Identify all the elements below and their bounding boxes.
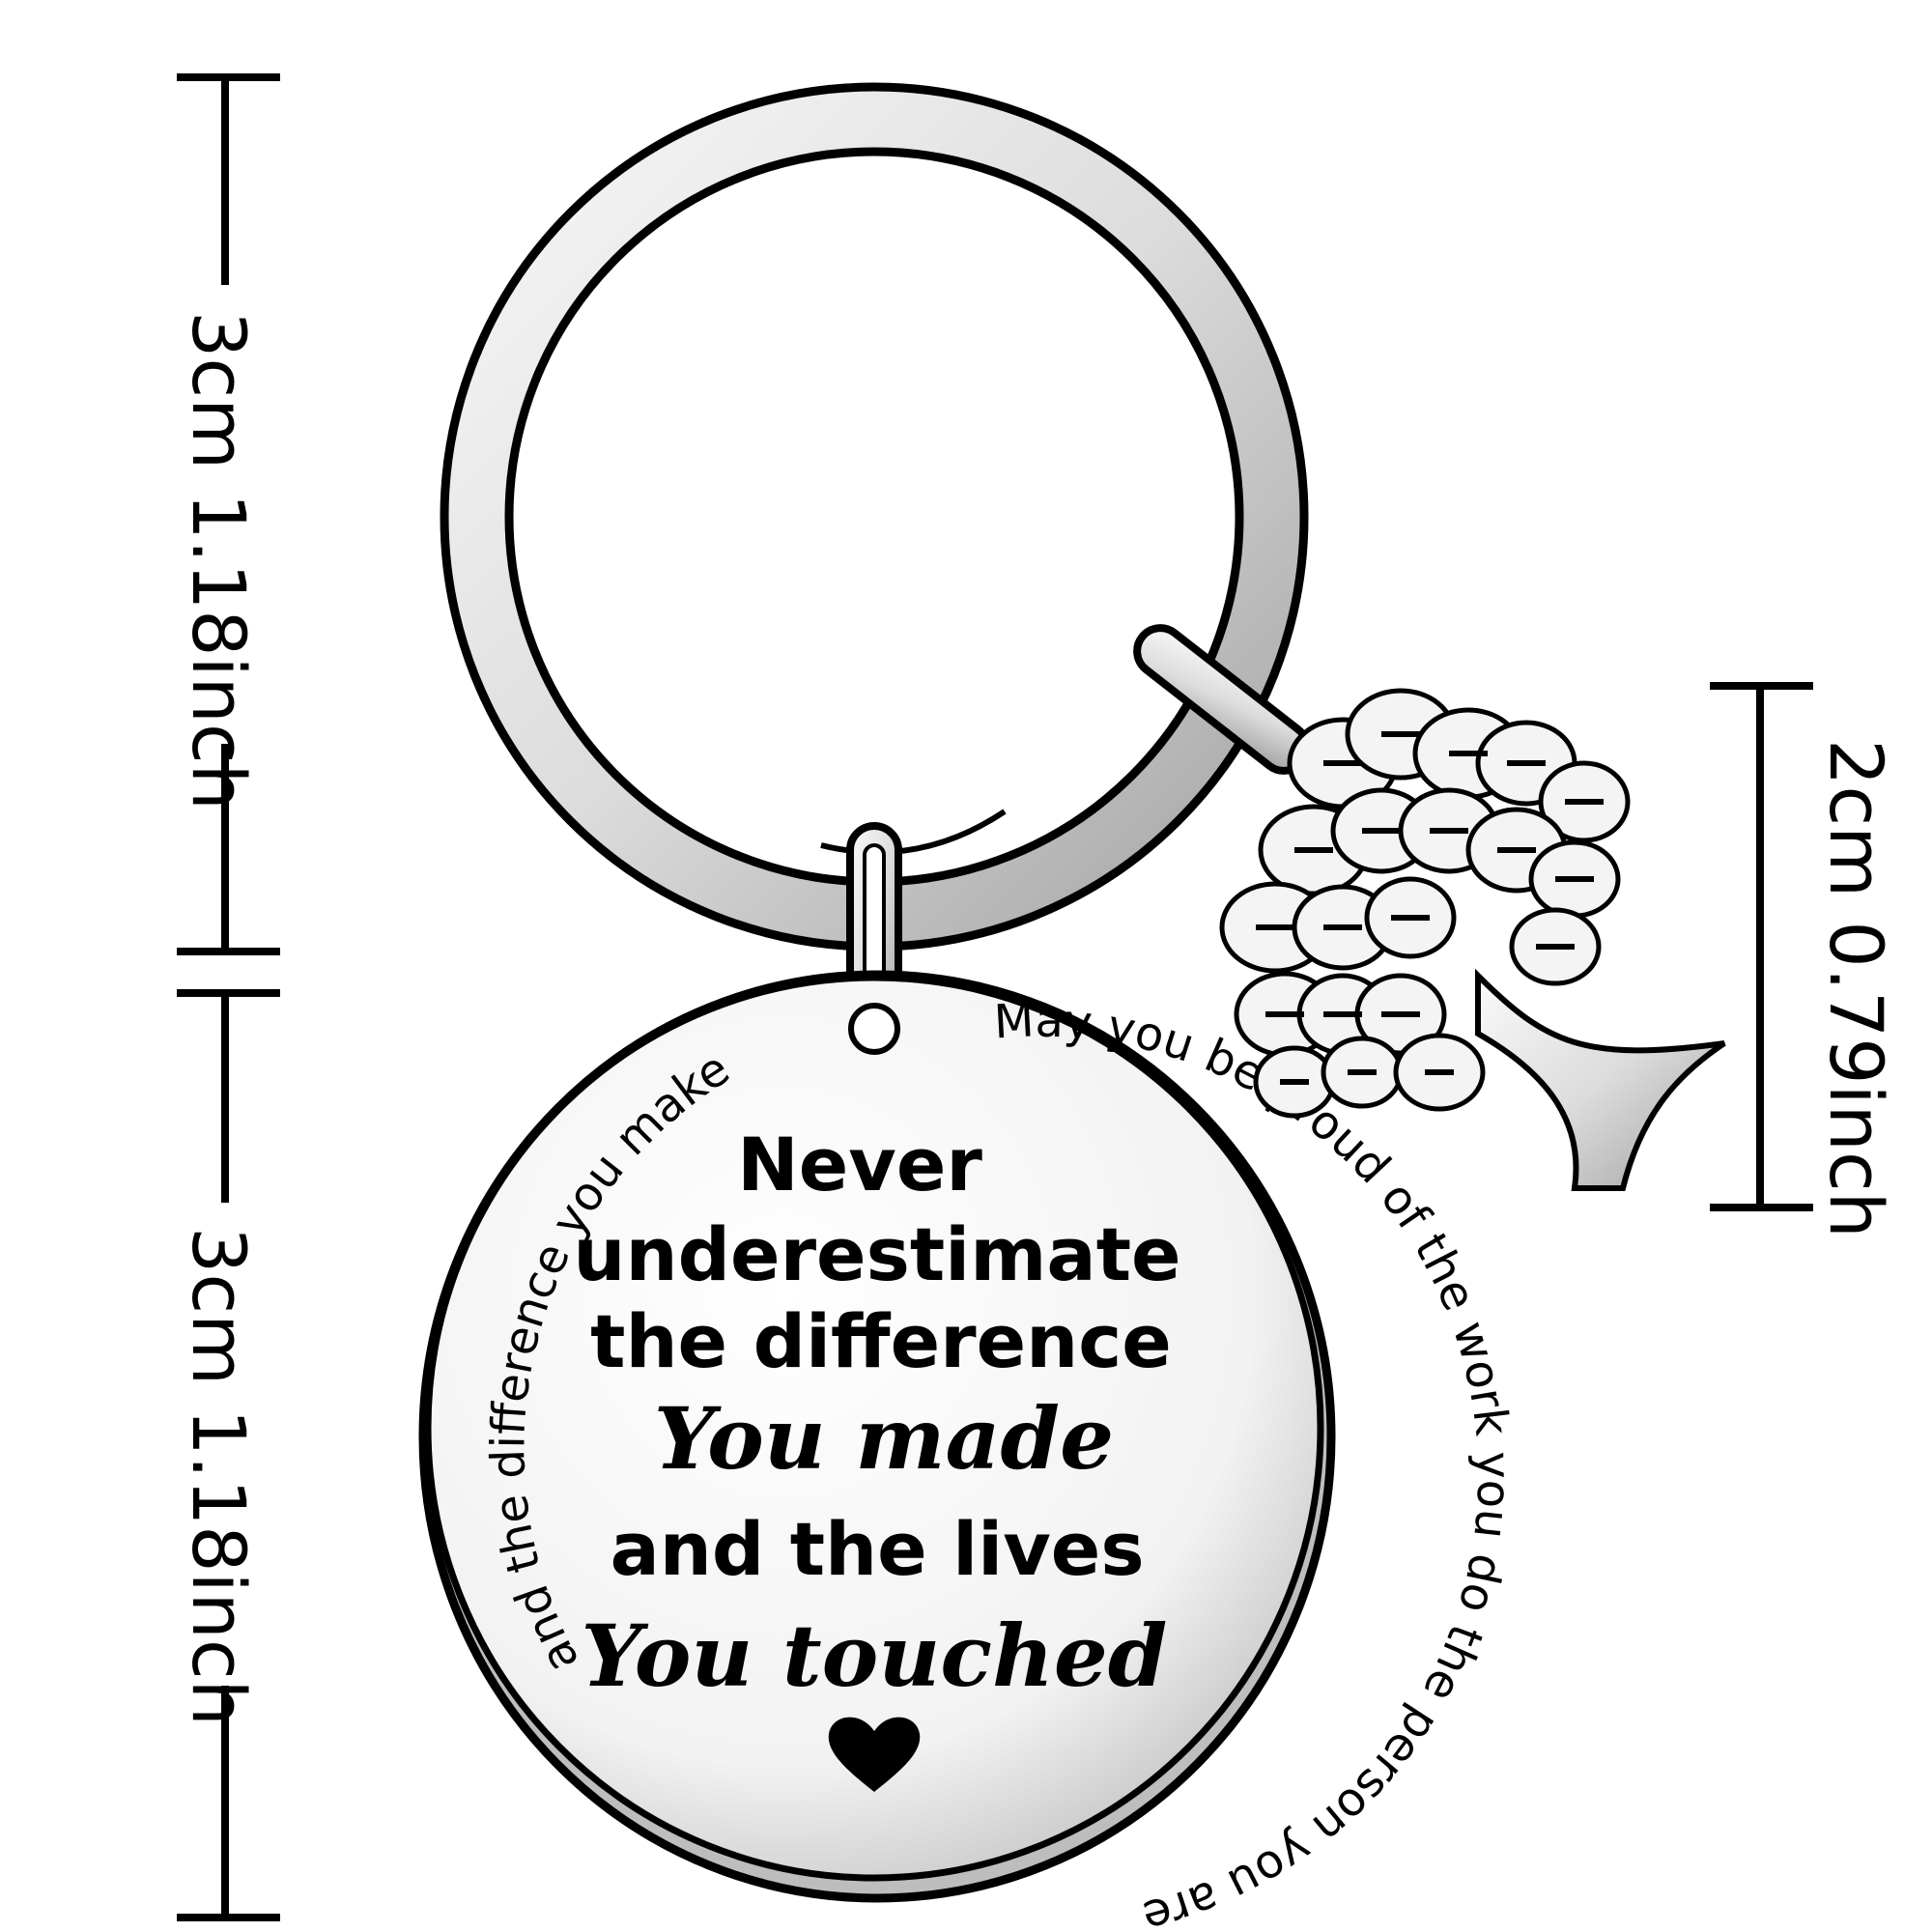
round-tag [418,970,1336,1903]
ring-dimension-label: 3cm 1.18inch [176,311,262,810]
charm-dimension-line [1710,682,1813,1211]
tag-line-you-touched: You touched [582,1605,1168,1706]
tag-line-the-difference: the difference [590,1298,1172,1384]
tag-line-never: Never [737,1122,982,1208]
tag-line-you-made: You made [654,1388,1114,1489]
key-ring [440,82,1309,952]
tag-line-underestimate: underestimate [573,1211,1180,1297]
tag-dimension-line [177,989,280,1921]
charm-dimension-label: 2cm 0.79inch [1813,739,1899,1238]
tag-line-and-the-lives: and the lives [610,1506,1144,1592]
heart-icon [828,1717,921,1792]
ring-dimension-line [177,73,280,955]
tag-dimension-label: 3cm 1.18inch [176,1227,262,1726]
tree-of-life-icon [1219,688,1726,1191]
